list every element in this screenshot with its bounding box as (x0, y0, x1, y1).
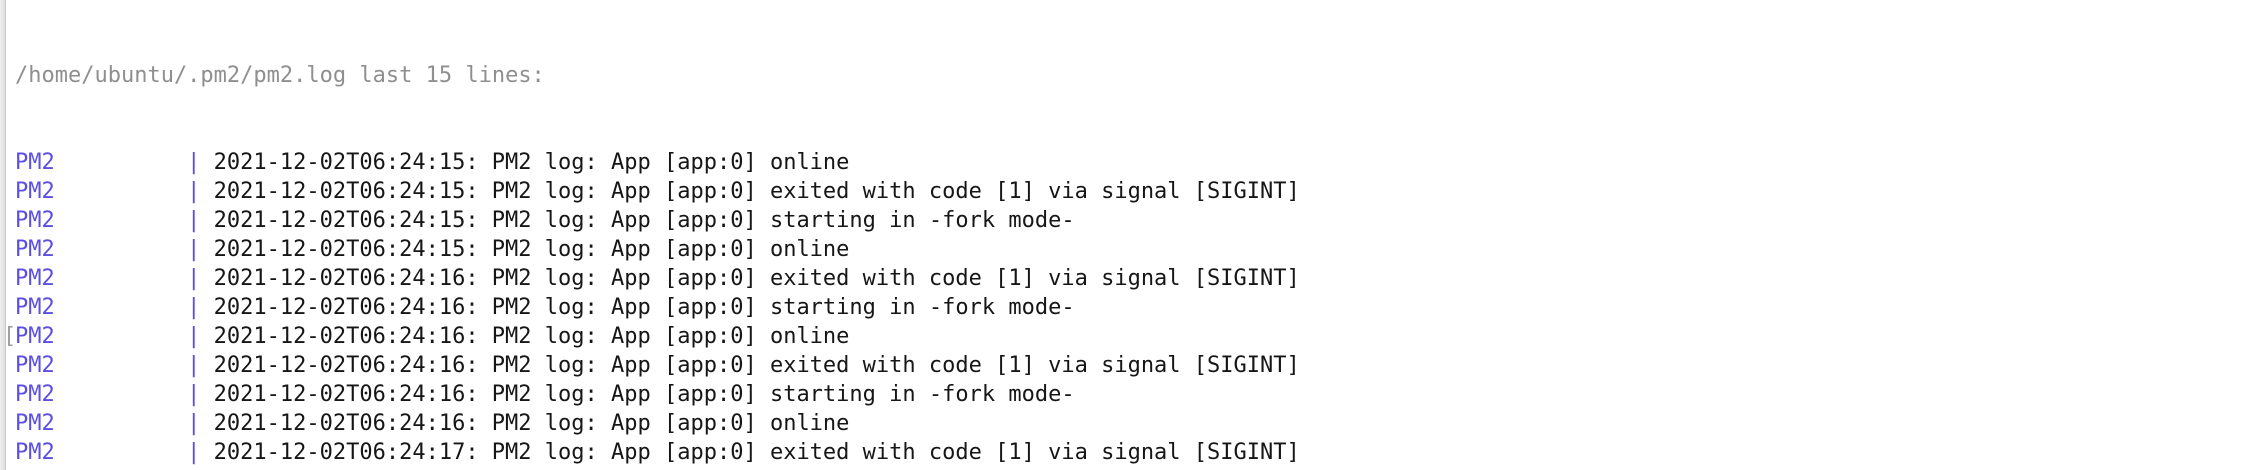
log-message: 2021-12-02T06:24:16: PM2 log: App [app:0… (213, 353, 1300, 378)
pipe-separator: | (187, 150, 201, 175)
pipe-separator: | (187, 266, 201, 291)
process-name: PM2 (15, 440, 55, 465)
log-line: PM2 | 2021-12-02T06:24:16: PM2 log: App [a… (15, 351, 2134, 380)
process-name: PM2 (15, 266, 55, 291)
log-message: 2021-12-02T06:24:16: PM2 log: App [app:0… (213, 411, 850, 436)
pipe-separator: | (187, 179, 201, 204)
log-message: 2021-12-02T06:24:15: PM2 log: App [app:0… (213, 208, 1075, 233)
log-message: 2021-12-02T06:24:16: PM2 log: App [app:0… (213, 295, 1075, 320)
log-header: /home/ubuntu/.pm2/pm2.log last 15 lines: (15, 63, 545, 88)
process-name: PM2 (15, 179, 55, 204)
terminal-output: /home/ubuntu/.pm2/pm2.log last 15 lines:… (0, 3, 2134, 470)
log-line: PM2 | 2021-12-02T06:24:16: PM2 log: App [a… (15, 264, 2134, 293)
log-line: PM2 | 2021-12-02T06:24:16: PM2 log: App [a… (15, 293, 2134, 322)
log-lines: PM2 | 2021-12-02T06:24:15: PM2 log: App [a… (3, 148, 2134, 470)
log-line: PM2 | 2021-12-02T06:24:16: PM2 log: App [a… (15, 380, 2134, 409)
log-message: 2021-12-02T06:24:15: PM2 log: App [app:0… (213, 179, 1300, 204)
log-line: PM2 | 2021-12-02T06:24:16: PM2 log: App [a… (15, 409, 2134, 438)
log-message: 2021-12-02T06:24:15: PM2 log: App [app:0… (213, 237, 850, 262)
window-left-edge (0, 0, 6, 470)
process-name: PM2 (15, 411, 55, 436)
stray-bracket: [ (3, 324, 17, 349)
log-message: 2021-12-02T06:24:16: PM2 log: App [app:0… (213, 382, 1075, 407)
log-line: PM2 | 2021-12-02T06:24:17: PM2 log: App [a… (15, 438, 2134, 467)
log-line: [PM2 | 2021-12-02T06:24:16: PM2 log: App [… (3, 322, 2134, 351)
process-name: PM2 (15, 324, 55, 349)
log-message: 2021-12-02T06:24:16: PM2 log: App [app:0… (213, 324, 850, 349)
log-line: PM2 | 2021-12-02T06:24:15: PM2 log: App [a… (15, 177, 2134, 206)
log-message: 2021-12-02T06:24:15: PM2 log: App [app:0… (213, 150, 850, 175)
log-line: PM2 | 2021-12-02T06:24:15: PM2 log: App [a… (15, 148, 2134, 177)
pipe-separator: | (187, 295, 201, 320)
pipe-separator: | (187, 353, 201, 378)
process-name: PM2 (15, 353, 55, 378)
pipe-separator: | (187, 208, 201, 233)
process-name: PM2 (15, 237, 55, 262)
process-name: PM2 (15, 382, 55, 407)
log-line: PM2 | 2021-12-02T06:24:15: PM2 log: App [a… (15, 235, 2134, 264)
pipe-separator: | (187, 440, 201, 465)
process-name: PM2 (15, 208, 55, 233)
pipe-separator: | (187, 382, 201, 407)
log-message: 2021-12-02T06:24:16: PM2 log: App [app:0… (213, 266, 1300, 291)
pipe-separator: | (187, 411, 201, 436)
process-name: PM2 (15, 295, 55, 320)
log-message: 2021-12-02T06:24:17: PM2 log: App [app:0… (213, 440, 1300, 465)
pipe-separator: | (187, 324, 201, 349)
log-line: PM2 | 2021-12-02T06:24:15: PM2 log: App [a… (15, 206, 2134, 235)
process-name: PM2 (15, 150, 55, 175)
pipe-separator: | (187, 237, 201, 262)
